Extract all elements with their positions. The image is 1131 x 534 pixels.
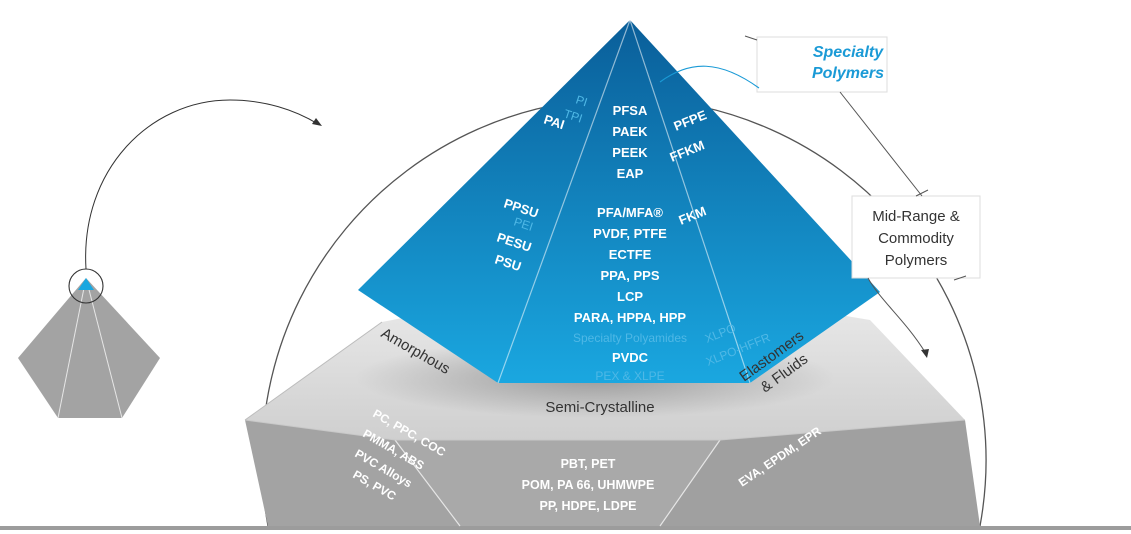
label-pai: PAI xyxy=(542,112,566,133)
connector-midrange-down xyxy=(867,277,926,353)
midrange-callout: Mid-Range & Commodity Polymers xyxy=(851,195,981,279)
base-front-face xyxy=(395,440,720,526)
label-pbt-pet: PBT, PET xyxy=(561,457,616,471)
specialty-pyramid xyxy=(358,19,880,384)
label-pvdf-ptfe: PVDF, PTFE xyxy=(593,226,667,241)
midrange-label-3: Polymers xyxy=(885,252,948,269)
base-right-face xyxy=(660,420,980,526)
label-ectfe: ECTFE xyxy=(609,247,652,262)
label-pfa-mfa: PFA/MFA® xyxy=(597,205,663,220)
label-para-hppa-hpp: PARA, HPPA, HPP xyxy=(574,310,687,325)
label-semi-crystalline: Semi-Crystalline xyxy=(545,399,654,416)
ground-line xyxy=(0,526,1131,530)
label-pp-hdpe-ldpe: PP, HDPE, LDPE xyxy=(539,499,636,513)
label-pfsa: PFSA xyxy=(613,103,648,118)
midrange-label-2: Commodity xyxy=(878,230,954,247)
specialty-label-2: Polymers xyxy=(812,65,884,82)
specialty-label-1: Specialty xyxy=(813,44,884,61)
pyramid-center-labels: PFSA PAEK PEEK EAP PFA/MFA® PVDF, PTFE E… xyxy=(573,103,687,383)
label-eap: EAP xyxy=(617,166,644,181)
label-pvdc: PVDC xyxy=(612,350,649,365)
label-pex-xlpe: PEX & XLPE xyxy=(595,369,664,383)
label-paek: PAEK xyxy=(612,124,648,139)
midrange-label-1: Mid-Range & xyxy=(872,208,960,225)
label-specialty-polyamides: Specialty Polyamides xyxy=(573,331,687,345)
label-pom-pa66-uhmwpe: POM, PA 66, UHMWPE xyxy=(522,478,655,492)
base-left-face xyxy=(245,420,460,526)
zoom-arrow xyxy=(85,99,319,270)
small-pyramid-icon xyxy=(18,268,160,419)
label-ppa-pps: PPA, PPS xyxy=(600,268,659,283)
label-peek: PEEK xyxy=(612,145,648,160)
specialty-callout: Specialty Polymers xyxy=(659,36,888,93)
label-lcp: LCP xyxy=(617,289,643,304)
connector-specialty-midrange xyxy=(839,91,923,197)
label-tpi: TPI xyxy=(562,107,584,126)
base-center-labels: PBT, PET POM, PA 66, UHMWPE PP, HDPE, LD… xyxy=(522,457,655,513)
label-pei: PEI xyxy=(512,215,535,234)
label-pi: PI xyxy=(574,93,589,110)
